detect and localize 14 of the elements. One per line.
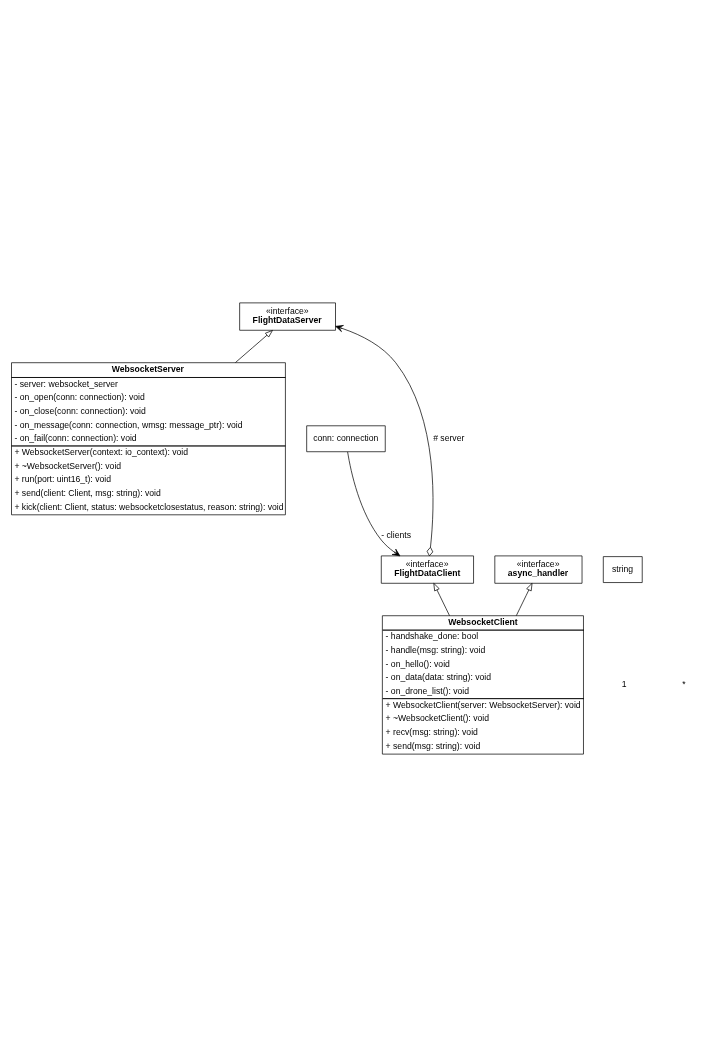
arrow [433,583,450,616]
edge-label: # server [433,432,465,443]
node-box: «interface» FlightDataServer [239,302,336,331]
node-box: «interface» async_handler [494,555,583,584]
label: * [682,679,686,690]
arrow [235,330,273,363]
node-box: string [602,556,643,583]
node-box: conn: connection [306,425,386,453]
arrow [347,451,401,557]
arrow [335,325,434,557]
arrow [515,583,533,616]
edge-label: - clients [381,529,412,540]
node-box: «interface» FlightDataClient [380,555,474,584]
label: 1 [621,679,627,690]
